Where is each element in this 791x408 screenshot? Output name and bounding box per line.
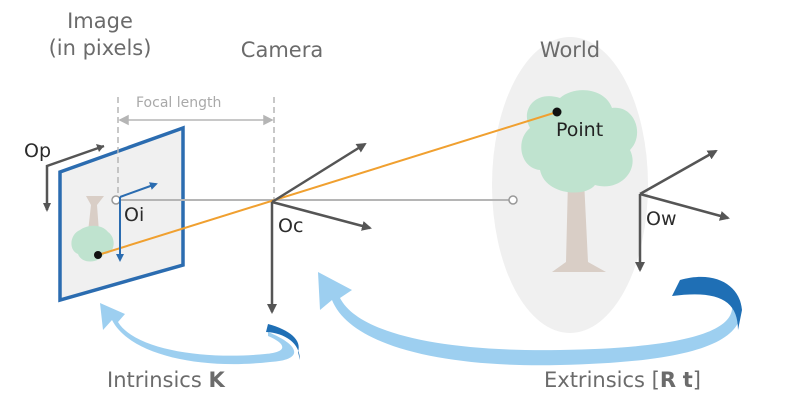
intrinsics-text: Intrinsics <box>107 368 209 392</box>
focal-length-label: Focal length <box>136 95 222 111</box>
extrinsics-close: ] <box>692 368 701 392</box>
image-header-line2: (in pixels) <box>48 36 152 60</box>
image-axes <box>116 182 158 262</box>
image-header-line1: Image <box>67 9 133 33</box>
intrinsics-arrow <box>100 303 300 365</box>
world-tree-icon <box>521 90 638 272</box>
projection-ray <box>97 111 558 256</box>
world-header: World <box>539 38 601 62</box>
image-point <box>94 251 102 259</box>
pixel-axes <box>43 144 105 212</box>
intrinsics-label: Intrinsics K <box>107 368 225 392</box>
intrinsics-symbol: K <box>208 368 225 392</box>
extrinsics-symbol-t: t <box>682 368 693 392</box>
world-point <box>552 107 562 117</box>
extrinsics-label: Extrinsics [R t] <box>544 368 701 392</box>
extrinsics-text: Extrinsics [ <box>544 368 660 392</box>
camera-origin-label: Oc <box>278 215 304 237</box>
point-label: Point <box>556 119 604 141</box>
camera-header: Camera <box>240 38 324 62</box>
world-axes <box>635 149 730 272</box>
image-center-marker <box>111 195 121 205</box>
world-center-marker <box>508 195 518 205</box>
focal-length-guides <box>117 97 275 200</box>
world-origin-label: Ow <box>646 208 677 230</box>
image-header: Image (in pixels) <box>30 8 170 62</box>
extrinsics-arrow <box>318 272 742 366</box>
pixel-origin-label: Op <box>24 140 52 162</box>
camera-axes <box>267 142 372 314</box>
extrinsics-symbol-r: R <box>659 368 677 392</box>
image-origin-label: Oi <box>124 204 145 226</box>
